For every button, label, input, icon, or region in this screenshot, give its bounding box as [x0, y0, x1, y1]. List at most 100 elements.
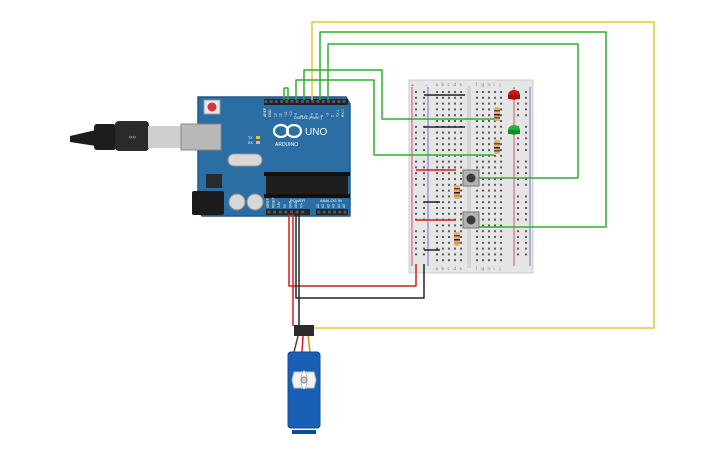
breadboard-hole[interactable] [517, 247, 519, 250]
power-pin-hole[interactable] [289, 210, 293, 214]
breadboard-hole[interactable] [500, 172, 502, 175]
breadboard-hole[interactable] [500, 125, 502, 128]
breadboard-hole[interactable] [476, 241, 478, 244]
breadboard-hole[interactable] [442, 212, 444, 215]
breadboard-hole[interactable] [476, 137, 478, 140]
breadboard-hole[interactable] [460, 212, 462, 215]
breadboard-hole[interactable] [525, 160, 527, 163]
breadboard-hole[interactable] [488, 131, 490, 134]
breadboard-hole[interactable] [460, 183, 462, 186]
breadboard-hole[interactable] [482, 108, 484, 111]
breadboard-hole[interactable] [448, 102, 450, 105]
breadboard-hole[interactable] [517, 149, 519, 151]
breadboard-hole[interactable] [500, 201, 502, 204]
breadboard-hole[interactable] [448, 201, 450, 204]
breadboard-hole[interactable] [436, 131, 438, 134]
breadboard-hole[interactable] [525, 230, 527, 233]
breadboard-hole[interactable] [525, 178, 527, 180]
breadboard-hole[interactable] [517, 137, 519, 140]
analog-pin-hole[interactable] [338, 210, 342, 214]
breadboard-hole[interactable] [436, 154, 438, 157]
breadboard-hole[interactable] [488, 172, 490, 175]
breadboard-hole[interactable] [442, 154, 444, 157]
breadboard-hole[interactable] [482, 131, 484, 134]
breadboard-hole[interactable] [517, 236, 519, 238]
breadboard-hole[interactable] [415, 178, 417, 180]
breadboard-hole[interactable] [482, 166, 484, 169]
breadboard-hole[interactable] [454, 160, 456, 163]
breadboard-hole[interactable] [494, 160, 496, 163]
breadboard-hole[interactable] [423, 114, 425, 117]
power-pin-hole[interactable] [301, 210, 305, 214]
breadboard-hole[interactable] [442, 160, 444, 163]
breadboard-hole[interactable] [494, 253, 496, 256]
digital-pin-hole[interactable] [306, 100, 310, 103]
breadboard-hole[interactable] [525, 201, 527, 204]
breadboard-hole[interactable] [460, 149, 462, 151]
breadboard-hole[interactable] [482, 91, 484, 93]
breadboard-hole[interactable] [442, 253, 444, 256]
breadboard-hole[interactable] [448, 166, 450, 169]
breadboard-hole[interactable] [460, 241, 462, 244]
breadboard-hole[interactable] [460, 91, 462, 93]
digital-pin-hole[interactable] [337, 100, 341, 103]
breadboard-hole[interactable] [488, 189, 490, 192]
breadboard-hole[interactable] [494, 259, 496, 262]
breadboard-hole[interactable] [415, 172, 417, 175]
breadboard-hole[interactable] [448, 114, 450, 117]
breadboard-hole[interactable] [460, 143, 462, 146]
breadboard-hole[interactable] [442, 108, 444, 111]
breadboard-hole[interactable] [482, 120, 484, 122]
breadboard-hole[interactable] [488, 149, 490, 151]
breadboard-hole[interactable] [415, 143, 417, 146]
breadboard-hole[interactable] [494, 131, 496, 134]
breadboard-hole[interactable] [415, 230, 417, 233]
breadboard-hole[interactable] [442, 195, 444, 198]
breadboard-hole[interactable] [442, 102, 444, 105]
breadboard-hole[interactable] [500, 137, 502, 140]
breadboard-hole[interactable] [436, 166, 438, 169]
digital-pin-hole[interactable] [274, 100, 278, 103]
breadboard-hole[interactable] [454, 201, 456, 204]
breadboard-hole[interactable] [525, 218, 527, 221]
breadboard-hole[interactable] [415, 241, 417, 244]
breadboard-hole[interactable] [436, 114, 438, 117]
breadboard-hole[interactable] [482, 259, 484, 262]
breadboard-hole[interactable] [442, 137, 444, 140]
breadboard-hole[interactable] [500, 108, 502, 111]
breadboard-hole[interactable] [454, 149, 456, 151]
breadboard-hole[interactable] [415, 166, 417, 169]
breadboard-hole[interactable] [415, 236, 417, 238]
breadboard-hole[interactable] [460, 224, 462, 227]
breadboard-hole[interactable] [488, 195, 490, 198]
breadboard-hole[interactable] [448, 131, 450, 134]
breadboard-hole[interactable] [454, 143, 456, 146]
breadboard-hole[interactable] [488, 154, 490, 157]
breadboard-hole[interactable] [448, 189, 450, 192]
breadboard-hole[interactable] [454, 102, 456, 105]
breadboard-hole[interactable] [476, 230, 478, 233]
breadboard-hole[interactable] [500, 195, 502, 198]
breadboard-hole[interactable] [476, 189, 478, 192]
breadboard-hole[interactable] [415, 183, 417, 186]
breadboard-hole[interactable] [460, 172, 462, 175]
breadboard-hole[interactable] [517, 183, 519, 186]
breadboard-hole[interactable] [482, 224, 484, 227]
breadboard-hole[interactable] [525, 166, 527, 169]
breadboard-hole[interactable] [423, 241, 425, 244]
breadboard-hole[interactable] [482, 195, 484, 198]
breadboard-hole[interactable] [436, 178, 438, 180]
breadboard-hole[interactable] [442, 207, 444, 209]
breadboard-hole[interactable] [482, 125, 484, 128]
breadboard-hole[interactable] [415, 131, 417, 134]
breadboard-hole[interactable] [500, 160, 502, 163]
breadboard-hole[interactable] [476, 207, 478, 209]
breadboard-hole[interactable] [442, 247, 444, 250]
breadboard-hole[interactable] [517, 195, 519, 198]
breadboard-hole[interactable] [460, 96, 462, 99]
breadboard-hole[interactable] [442, 120, 444, 122]
breadboard-hole[interactable] [415, 149, 417, 151]
breadboard-hole[interactable] [482, 212, 484, 215]
breadboard-hole[interactable] [448, 149, 450, 151]
breadboard-hole[interactable] [423, 137, 425, 140]
